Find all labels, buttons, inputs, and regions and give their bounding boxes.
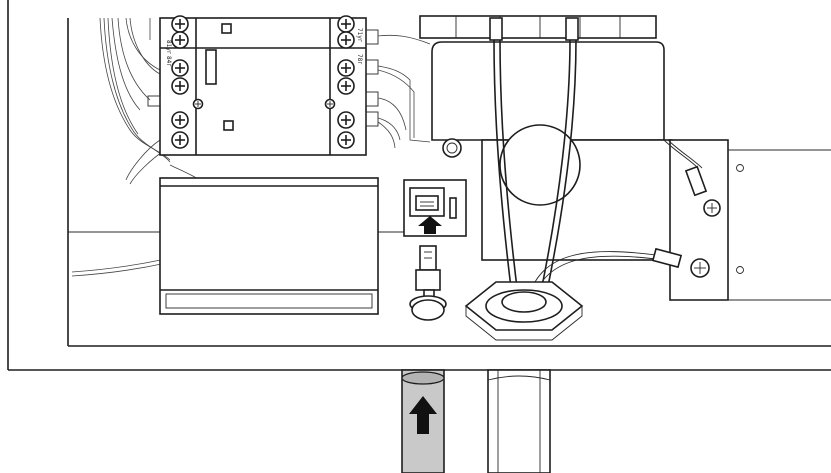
contactor-block xyxy=(147,17,379,156)
terminal-screws-right: 71уг 78г xyxy=(324,15,363,149)
ground-wire-upper xyxy=(663,139,721,217)
top-terminal-strip xyxy=(419,15,657,39)
conduit-arrow-up-icon xyxy=(409,396,437,434)
network-cable-plug xyxy=(409,245,447,321)
contactor-right-wires xyxy=(377,34,431,149)
din-rail-cover xyxy=(159,177,379,315)
enclosure xyxy=(7,0,831,371)
terminal-label-left-1: 81уг xyxy=(165,40,172,54)
terminal-label-left-2: 84г xyxy=(165,56,172,67)
cable-gland xyxy=(464,281,584,341)
terminal-screws-left: 81уг 84г xyxy=(165,15,204,149)
arrow-up-icon xyxy=(418,216,442,234)
conduit-left xyxy=(401,369,445,473)
conduit-right xyxy=(487,369,551,473)
terminal-label-right-2: 78г xyxy=(356,54,363,65)
terminal-label-right-1: 71уг xyxy=(356,28,363,42)
center-housing xyxy=(431,41,831,301)
ground-wire-lower xyxy=(651,247,710,278)
